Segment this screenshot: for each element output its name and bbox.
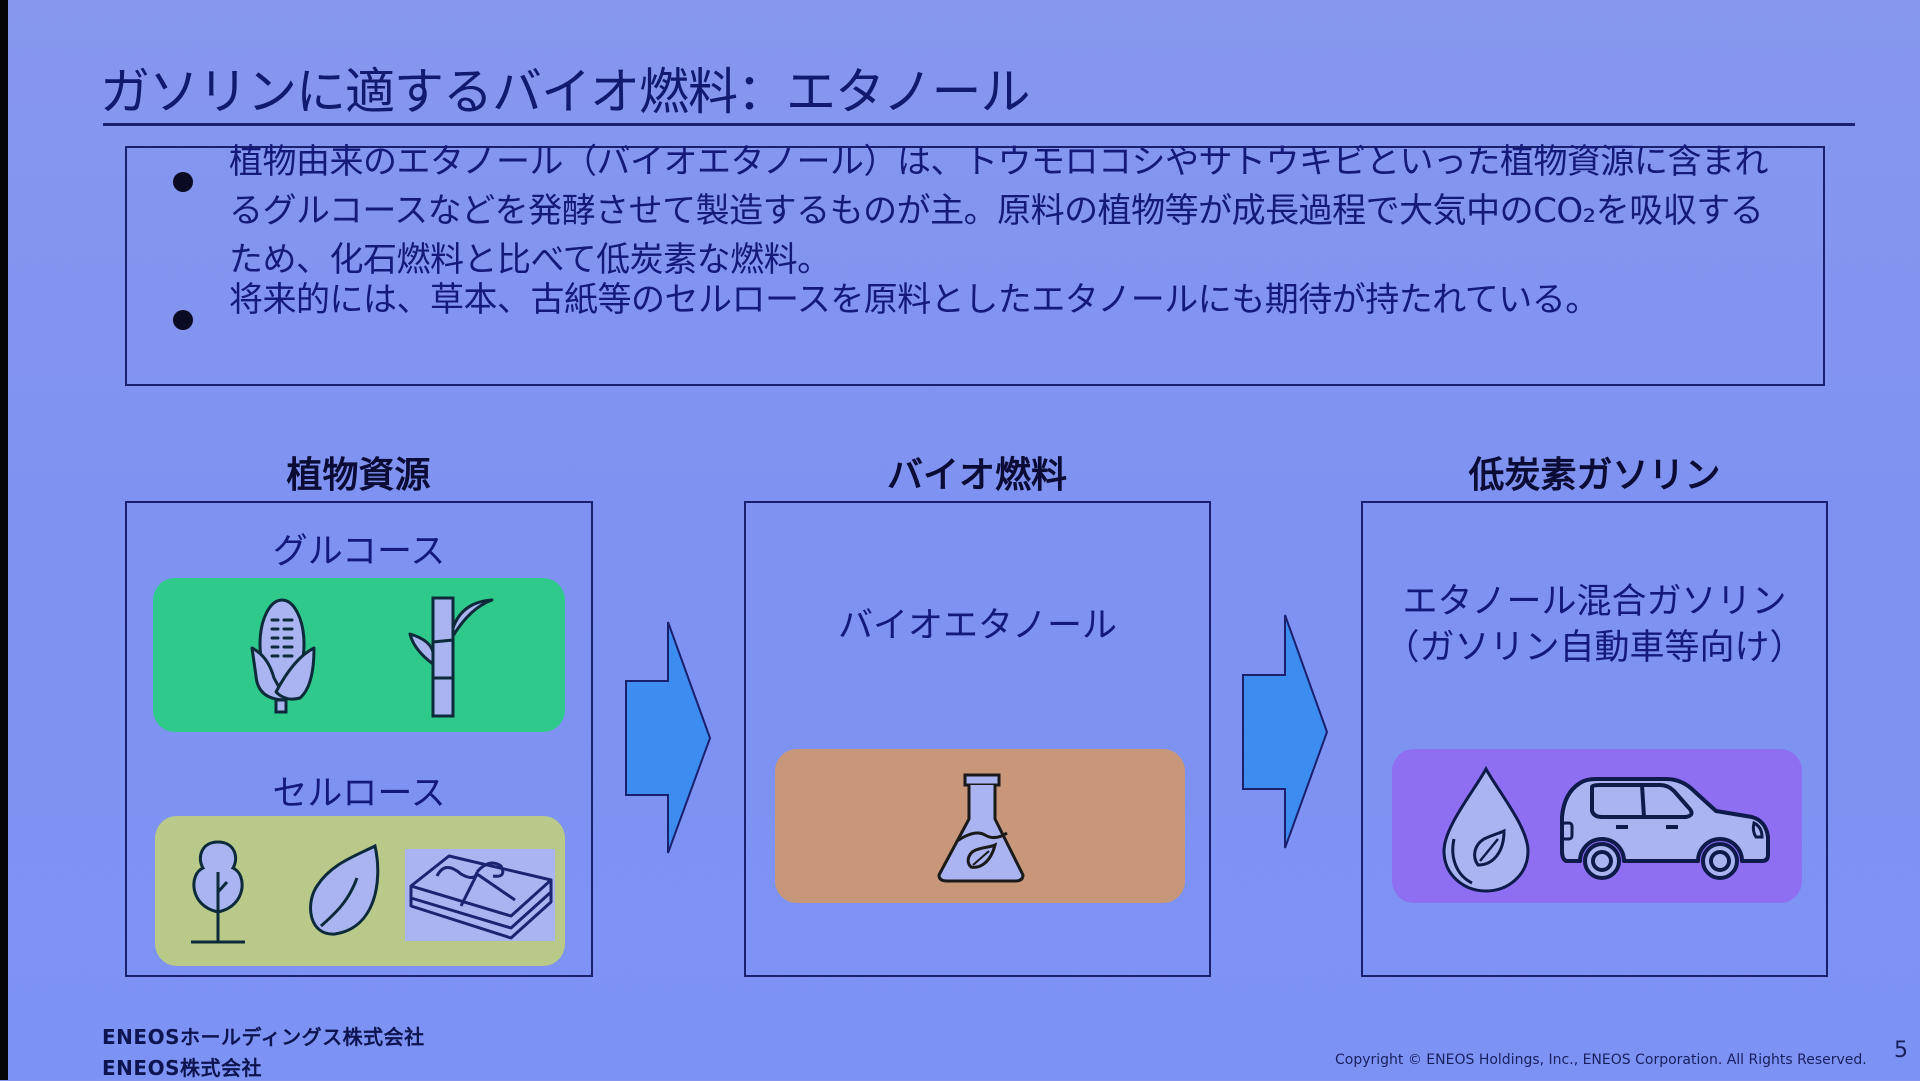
screen-bezel: [0, 0, 8, 1080]
page-number: 5: [1894, 1038, 1908, 1063]
column-heading-biofuel: バイオ燃料: [886, 455, 1067, 496]
ethanol-blend-gasoline-label: エタノール混合ガソリン: [1402, 582, 1787, 622]
glucose-label: グルコース: [272, 532, 446, 572]
right-arrow-icon: [625, 621, 712, 854]
cellulose-label: セルロース: [272, 774, 446, 814]
footer-company-holdings: ENEOSホールディングス株式会社: [102, 1025, 425, 1049]
right-arrow-icon: [1242, 614, 1329, 849]
plant-resources-box: グルコース セルロース: [125, 501, 593, 977]
summary-box: 植物由来のエタノール（バイオエタノール）は、トウモロコシやサトウキビといった植物…: [125, 142, 1825, 386]
gasoline-vehicles-note: （ガソリン自動車等向け）: [1384, 628, 1805, 668]
car-icon: [1560, 777, 1770, 880]
tree-icon: [191, 840, 245, 944]
bullet-dot-icon: [173, 310, 193, 330]
title-underline: [103, 123, 1855, 126]
footer-company-eneos: ENEOS株式会社: [102, 1056, 262, 1080]
column-heading-plant-resources: 植物資源: [286, 455, 431, 496]
copyright-notice: Copyright © ENEOS Holdings, Inc., ENEOS …: [1335, 1052, 1867, 1068]
bioethanol-panel: [775, 749, 1185, 903]
flask-leaf-icon: [937, 773, 1025, 883]
sugarcane-icon: [408, 596, 494, 718]
bullet-text: 将来的には、草本、古紙等のセルロースを原料としたエタノールにも期待が持たれている…: [229, 280, 1599, 320]
slide-title: ガソリンに適するバイオ燃料：エタノール: [100, 63, 1030, 121]
leaf-icon: [309, 843, 380, 936]
bullet-text: 植物由来のエタノール（バイオエタノール）は、トウモロコシやサトウキビといった植物…: [229, 142, 1768, 280]
fuel-drop-leaf-icon: [1442, 765, 1530, 893]
bullet-dot-icon: [173, 172, 193, 192]
column-heading-low-carbon-gasoline: 低炭素ガソリン: [1468, 455, 1721, 496]
corn-icon: [250, 598, 316, 714]
gasoline-panel: [1392, 749, 1802, 903]
glucose-panel: [153, 578, 565, 732]
bioethanol-label: バイオエタノール: [838, 606, 1117, 646]
low-carbon-gasoline-box: エタノール混合ガソリン （ガソリン自動車等向け）: [1361, 501, 1828, 977]
waste-paper-icon: [409, 854, 553, 940]
cellulose-panel: [155, 816, 565, 966]
biofuel-box: バイオエタノール: [744, 501, 1211, 977]
